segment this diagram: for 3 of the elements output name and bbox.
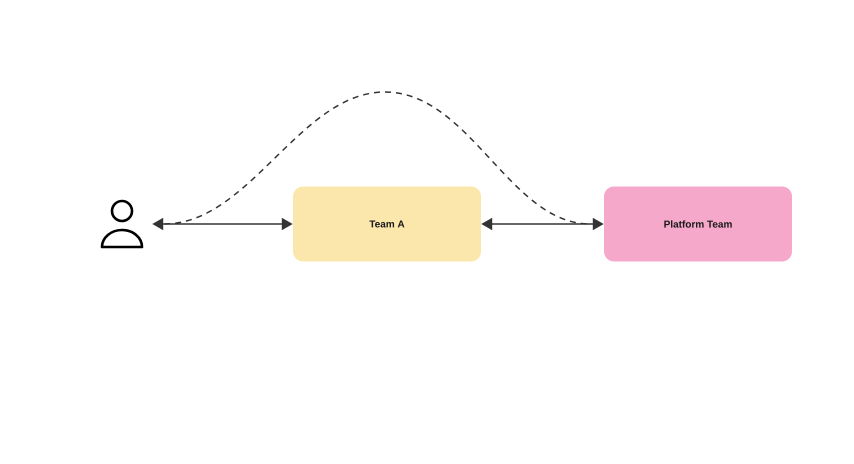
person-icon (100, 200, 144, 248)
team-box: Platform Team (604, 186, 792, 262)
team-box: Team A (293, 186, 481, 262)
